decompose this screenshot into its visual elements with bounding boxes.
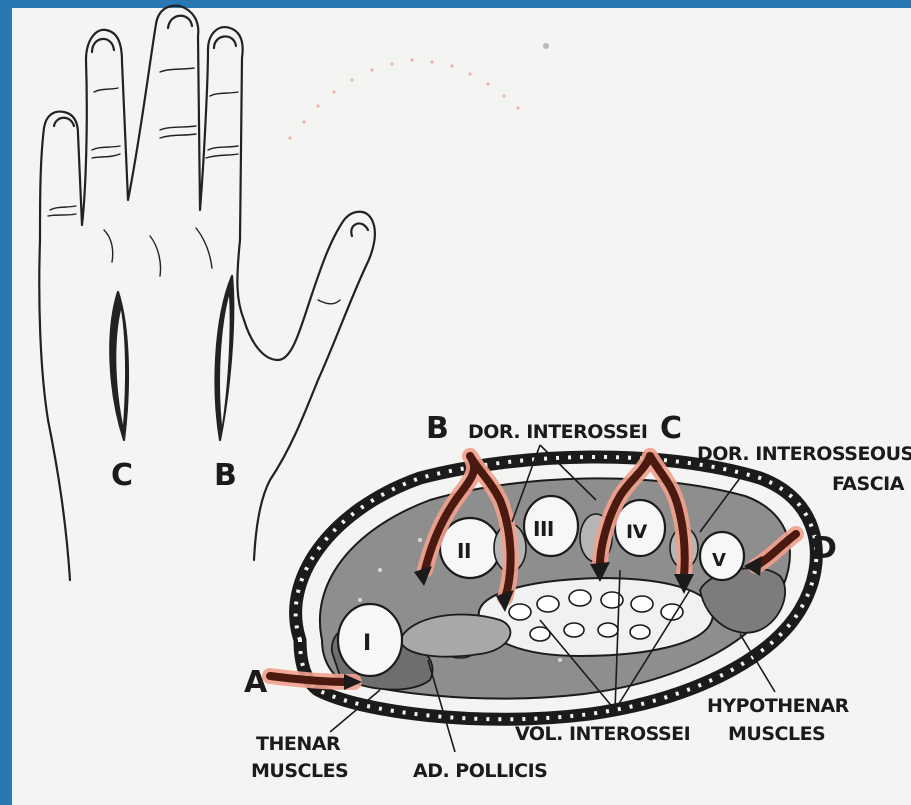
- middle-finger-nail: [168, 16, 192, 28]
- label-dor-fascia-2: FASCIA: [832, 473, 905, 495]
- label-ad-pollicis: AD. POLLICIS: [413, 760, 547, 782]
- label-a: A: [244, 665, 268, 700]
- hand-drawing: [39, 6, 375, 580]
- thumb-nail: [351, 223, 368, 236]
- label-dor-interossei: DOR. INTEROSSEI: [468, 421, 648, 443]
- hand-label-c: C: [111, 458, 133, 493]
- label-thenar-2: MUSCLES: [251, 760, 348, 782]
- label-d: D: [812, 531, 836, 566]
- label-thenar-1: THENAR: [256, 733, 341, 755]
- label-vol-interossei: VOL. INTEROSSEI: [515, 723, 690, 745]
- metacarpal-2-label: II: [457, 539, 471, 563]
- dotted-arc: [288, 43, 549, 140]
- metacarpal-4-label: IV: [626, 521, 648, 543]
- cross-section: I II III IV V: [296, 457, 817, 719]
- label-c: C: [660, 411, 682, 446]
- little-finger-nail: [54, 118, 74, 126]
- hand-label-b: B: [214, 458, 236, 493]
- label-hypothenar-2: MUSCLES: [728, 723, 825, 745]
- metacarpal-1-label: I: [363, 631, 371, 656]
- ring-finger-nail: [92, 39, 114, 52]
- label-hypothenar-1: HYPOTHENAR: [707, 695, 850, 717]
- label-b: B: [426, 411, 448, 446]
- knuckle-wrinkles: [48, 68, 340, 304]
- metacarpal-5-label: V: [712, 550, 726, 571]
- metacarpal-3-label: III: [533, 517, 554, 541]
- hand-outline: [39, 6, 375, 580]
- index-finger-nail: [214, 36, 236, 48]
- label-dor-fascia-1: DOR. INTEROSSEOUS: [697, 443, 911, 465]
